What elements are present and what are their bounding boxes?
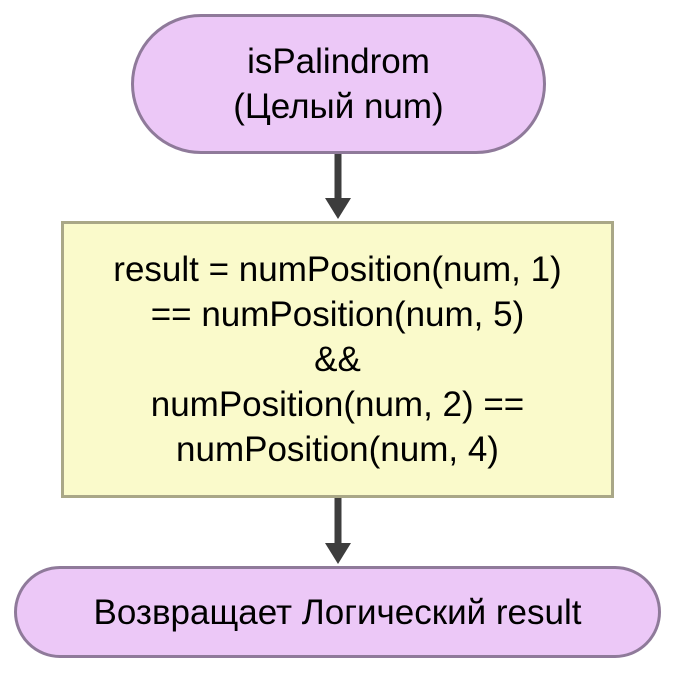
arrow-process-to-end: [325, 498, 351, 564]
process-line-4: numPosition(num, 2) ==: [150, 385, 525, 424]
process-line-2: == numPosition(num, 5): [150, 295, 525, 334]
process-line-5: numPosition(num, 4): [176, 430, 499, 469]
start-line-1: isPalindrom: [247, 42, 430, 81]
end-terminal: Возвращает Логический result: [14, 566, 661, 658]
arrow-start-to-process: [325, 154, 351, 219]
process-line-1: result = numPosition(num, 1): [113, 250, 562, 289]
end-line-1: Возвращает Логический result: [93, 592, 582, 632]
process-block: result = numPosition(num, 1) == numPosit…: [61, 221, 614, 498]
start-line-2: (Целый num): [233, 87, 444, 126]
process-line-3: &&: [314, 340, 361, 379]
start-terminal: isPalindrom (Целый num): [131, 14, 546, 154]
